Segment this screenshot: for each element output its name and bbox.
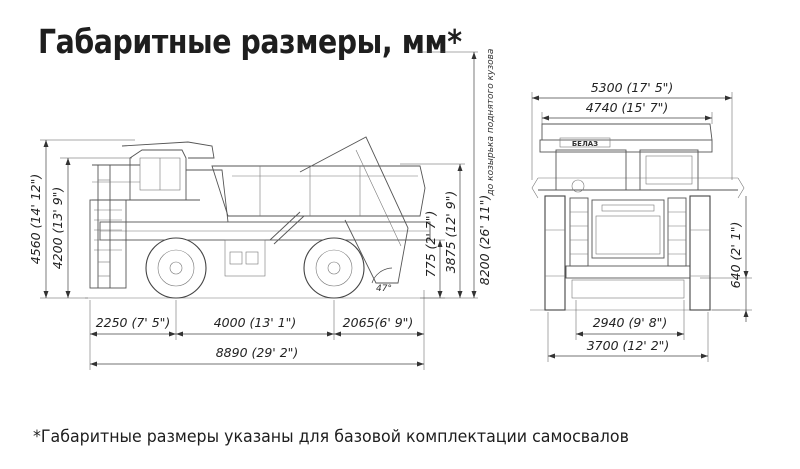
dim-body-lip: 775 (2' 7"): [423, 211, 438, 278]
side-view-dimension-lines: [40, 51, 478, 299]
dim-raised-note: до козырька поднятого кузова: [486, 49, 496, 197]
dim-front-overhang: 2250 (7' 5"): [96, 315, 171, 330]
front-view-truck: БЕЛАЗ: [530, 123, 745, 311]
dim-length-total: 8890 (29' 2"): [216, 345, 299, 360]
brand-label: БЕЛАЗ: [572, 140, 598, 148]
dim-ground-clearance: 640 (2' 1"): [728, 222, 743, 289]
dim-height-raised: 8200 (26' 11"): [477, 195, 492, 286]
dim-height-cab: 4200 (13' 9"): [50, 187, 65, 270]
dim-body-rear: 3875 (12' 9"): [443, 191, 458, 274]
dim-track-inner: 2940 (9' 8"): [593, 315, 668, 330]
dim-angle: 47°: [376, 284, 392, 294]
dim-rear-overhang: 2065(6' 9"): [343, 315, 414, 330]
side-view-length-dimensions: [89, 290, 425, 370]
dim-width-total: 5300 (17' 5"): [591, 80, 674, 95]
dim-height-total: 4560 (14' 12"): [28, 174, 43, 265]
front-view-dimension-lines: [531, 92, 752, 362]
side-view-truck: [85, 136, 445, 299]
footnote: *Габаритные размеры указаны для базовой …: [33, 427, 629, 447]
page-title: Габаритные размеры, мм*: [38, 22, 462, 61]
dim-width-body: 4740 (15' 7"): [586, 100, 669, 115]
dim-wheelbase: 4000 (13' 1"): [214, 315, 297, 330]
dim-track-outer: 3700 (12' 2"): [587, 338, 670, 353]
